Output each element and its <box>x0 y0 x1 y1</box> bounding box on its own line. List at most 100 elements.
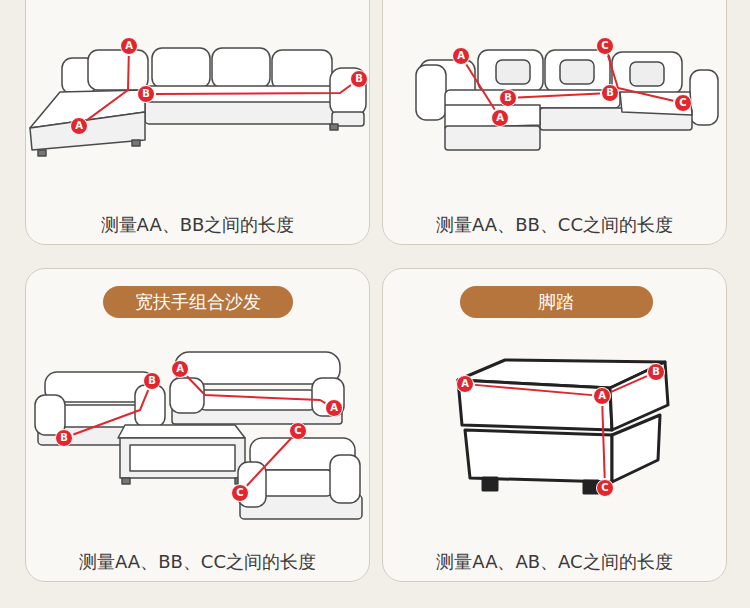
marker-circle: A <box>491 109 509 127</box>
group-sofa-drawing-part <box>135 385 165 427</box>
marker-letter: A <box>453 48 469 63</box>
marker-letter: B <box>648 364 664 379</box>
marker-circle: B <box>350 70 368 88</box>
measure-line <box>73 390 148 434</box>
group-sofa-drawing <box>35 352 362 519</box>
measure-caption: 测量AA、AB、AC之间的长度 <box>383 550 726 574</box>
l-sofa-drawing-part <box>88 50 148 90</box>
marker-letter: B <box>602 85 618 100</box>
group-sofa-drawing-part <box>312 378 344 416</box>
measure-line <box>466 64 494 109</box>
title-badge: 宽扶手组合沙发 <box>103 286 293 318</box>
u-sofa-drawing-part <box>612 52 682 94</box>
measure-line <box>87 56 129 120</box>
panel-card: 测量AA、BB之间的长度 A A B B <box>25 0 370 245</box>
u-sofa-drawing-part <box>545 50 610 92</box>
marker-circle: A <box>456 375 474 393</box>
measure-caption: 测量AA、BB、CC之间的长度 <box>383 213 726 237</box>
panel-ground-part <box>25 0 370 245</box>
measure-line <box>156 85 351 94</box>
panel-card: 测量AA、BB、CC之间的长度AABBCC <box>382 0 727 245</box>
marker-circle: A <box>171 360 189 378</box>
group-sofa-drawing-part <box>130 445 235 471</box>
group-sofa-drawing-part <box>330 455 360 503</box>
badge-label: 脚踏 <box>538 286 574 318</box>
marker-letter: C <box>232 485 248 500</box>
panel-ground-part <box>382 268 727 582</box>
l-sofa-drawing-part <box>330 124 338 130</box>
ottoman-drawing-part <box>612 415 660 482</box>
marker-letter: A <box>492 110 508 125</box>
group-sofa-drawing-part <box>122 478 130 484</box>
marker-circle: B <box>499 89 517 107</box>
marker-letter: B <box>351 71 367 86</box>
marker-letter: C <box>290 423 306 438</box>
ottoman-drawing-part <box>483 478 497 490</box>
marker-circle: B <box>137 85 155 103</box>
group-sofa-drawing-part <box>120 438 245 478</box>
group-sofa-drawing-part <box>262 470 332 496</box>
l-sofa-drawing-part <box>30 112 145 150</box>
l-sofa-drawing <box>30 48 366 156</box>
l-sofa-drawing-part <box>132 140 140 146</box>
marker-letter: A <box>71 118 87 133</box>
u-sofa-drawing-part <box>560 60 594 84</box>
marker-circle: B <box>55 429 73 447</box>
marker-circle: C <box>674 94 692 112</box>
panel-ground-part <box>382 0 727 245</box>
marker-letter: B <box>138 86 154 101</box>
marker-letter: B <box>144 373 160 388</box>
panel-ground <box>25 0 727 582</box>
marker-circle: A <box>593 387 611 405</box>
l-sofa-drawing-part <box>38 150 46 156</box>
measure-line <box>518 93 600 97</box>
marker-circle: B <box>143 372 161 390</box>
u-sofa-drawing-part <box>496 60 530 84</box>
u-sofa-drawing <box>416 50 718 150</box>
ottoman-drawing-part <box>465 430 612 482</box>
title-badge: 脚踏 <box>460 286 653 318</box>
u-sofa-drawing-part <box>445 126 540 150</box>
measure-caption: 测量AA、BB、CC之间的长度 <box>26 550 369 574</box>
l-sofa-drawing-part <box>272 50 332 90</box>
marker-circle: C <box>289 422 307 440</box>
u-sofa-drawing-part <box>478 50 543 92</box>
marker-letter: C <box>597 38 613 53</box>
l-sofa-drawing-part <box>145 100 340 124</box>
panel-ground-part <box>25 268 370 582</box>
measure-line <box>187 376 325 403</box>
marker-circle: B <box>601 84 619 102</box>
measure-caption: 测量AA、BB之间的长度 <box>26 213 369 237</box>
marker-circle: B <box>647 363 665 381</box>
badge-label: 宽扶手组合沙发 <box>135 286 261 318</box>
l-sofa-drawing-part <box>330 68 366 116</box>
marker-circle: C <box>596 479 614 497</box>
marker-letter: B <box>500 90 516 105</box>
measure-line <box>611 376 647 392</box>
l-sofa-drawing-part <box>212 48 270 88</box>
measure-line <box>602 406 604 478</box>
marker-circle: C <box>596 37 614 55</box>
u-sofa-drawing-part <box>445 105 540 128</box>
panel-card: 测量AA、BB、CC之间的长度宽扶手组合沙发BBAACC <box>25 268 370 582</box>
ottoman-drawing <box>458 360 668 493</box>
u-sofa-drawing-part <box>620 92 692 115</box>
marker-circle: C <box>231 484 249 502</box>
group-sofa-drawing-part <box>170 378 204 413</box>
marker-circle: A <box>70 117 88 135</box>
measure-line <box>475 385 592 395</box>
marker-letter: B <box>56 430 72 445</box>
l-sofa-drawing-part <box>152 48 210 88</box>
ottoman-drawing-part <box>458 380 612 430</box>
marker-circle: A <box>325 399 343 417</box>
marker-letter: C <box>675 95 691 110</box>
marker-letter: A <box>594 388 610 403</box>
marker-letter: A <box>121 38 137 53</box>
marker-letter: A <box>326 400 342 415</box>
u-sofa-drawing-part <box>416 65 446 120</box>
group-sofa-drawing-part <box>118 425 245 438</box>
marker-letter: A <box>457 376 473 391</box>
panel-card: 测量AA、AB、AC之间的长度 脚踏 A B A C <box>382 268 727 582</box>
